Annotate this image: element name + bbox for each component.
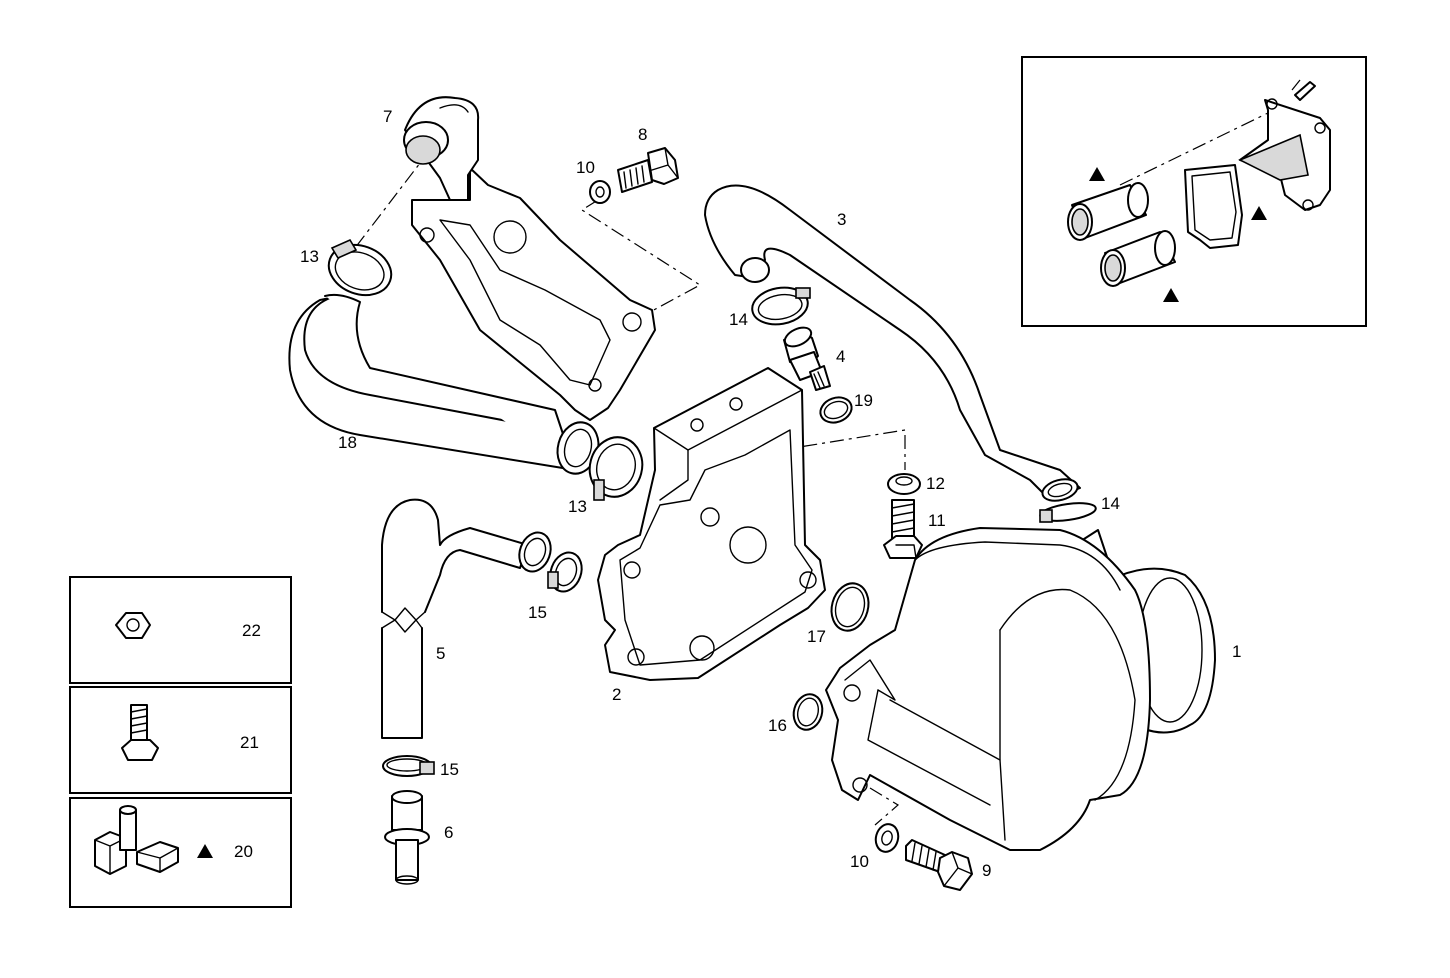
callout-17: 17 [807,627,826,646]
part-12-sealing-washer [887,473,921,495]
callout-11: 11 [928,511,946,530]
part-13-hose-clamp-lower [588,436,644,501]
callout-10-top: 10 [576,158,595,177]
legend-bolt-label: 21 [240,733,259,752]
part-11-bolt [883,499,923,559]
part-15-hose-clamp-lower [382,755,435,777]
callout-13-lower: 13 [568,497,587,516]
part-14-hose-clamp-lower [1039,502,1097,523]
part-5-coolant-hose [381,498,552,739]
kit-icon [94,805,179,875]
part-9-bolt [905,839,973,891]
kit-marker-triangle [197,844,213,858]
callout-5: 5 [436,644,445,663]
legend-kit: 20 [69,797,292,908]
part-8-bolt [617,147,679,193]
callout-1: 1 [1232,642,1241,661]
nut-icon [115,612,151,639]
legend-bolt: 21 [69,686,292,794]
part-6-hose-fitting [384,790,430,885]
part-19-o-ring [819,396,853,424]
callout-labels: 1 2 3 4 5 6 7 8 9 10 10 11 12 13 13 14 1… [300,107,1241,880]
kit-marker-triangle-2 [1251,206,1267,220]
assembly-lines [354,149,906,826]
part-17-o-ring [830,582,870,632]
part-3-coolant-hose [704,184,1081,502]
part-7-thermostat-housing [403,96,656,421]
callout-14-upper: 14 [729,310,748,329]
callout-15-lower: 15 [440,760,459,779]
callout-15-upper: 15 [528,603,547,622]
callout-2: 2 [612,685,621,704]
part-1-oil-cooler [825,527,1216,851]
part-10-washer-top [589,180,611,204]
part-13-hose-clamp-upper [327,238,393,297]
callout-16: 16 [768,716,787,735]
part-14-hose-clamp-upper [751,286,811,326]
callout-9: 9 [982,861,991,880]
callout-14-lower: 14 [1101,494,1120,513]
inset-kit-box [1021,56,1367,327]
callout-3: 3 [837,210,846,229]
callout-10-bottom: 10 [850,852,869,871]
callout-19: 19 [854,391,873,410]
kit-marker-triangle-1 [1089,167,1105,181]
callout-7: 7 [383,107,392,126]
part-10-washer-bottom [874,823,900,853]
bolt-icon [121,704,159,761]
callout-8: 8 [638,125,647,144]
part-4-union-fitting [783,326,831,391]
callout-18: 18 [338,433,357,452]
callout-12: 12 [926,474,945,493]
callout-6: 6 [444,823,453,842]
legend-kit-label: 20 [234,842,253,861]
part-15-hose-clamp-upper [547,551,583,593]
part-16-o-ring [792,693,824,731]
callout-13-upper: 13 [300,247,319,266]
legend-nut-label: 22 [242,621,261,640]
callout-4: 4 [836,347,845,366]
kit-marker-triangle-3 [1163,288,1179,302]
legend-nut: 22 [69,576,292,684]
part-2-adapter-plate [597,367,826,681]
